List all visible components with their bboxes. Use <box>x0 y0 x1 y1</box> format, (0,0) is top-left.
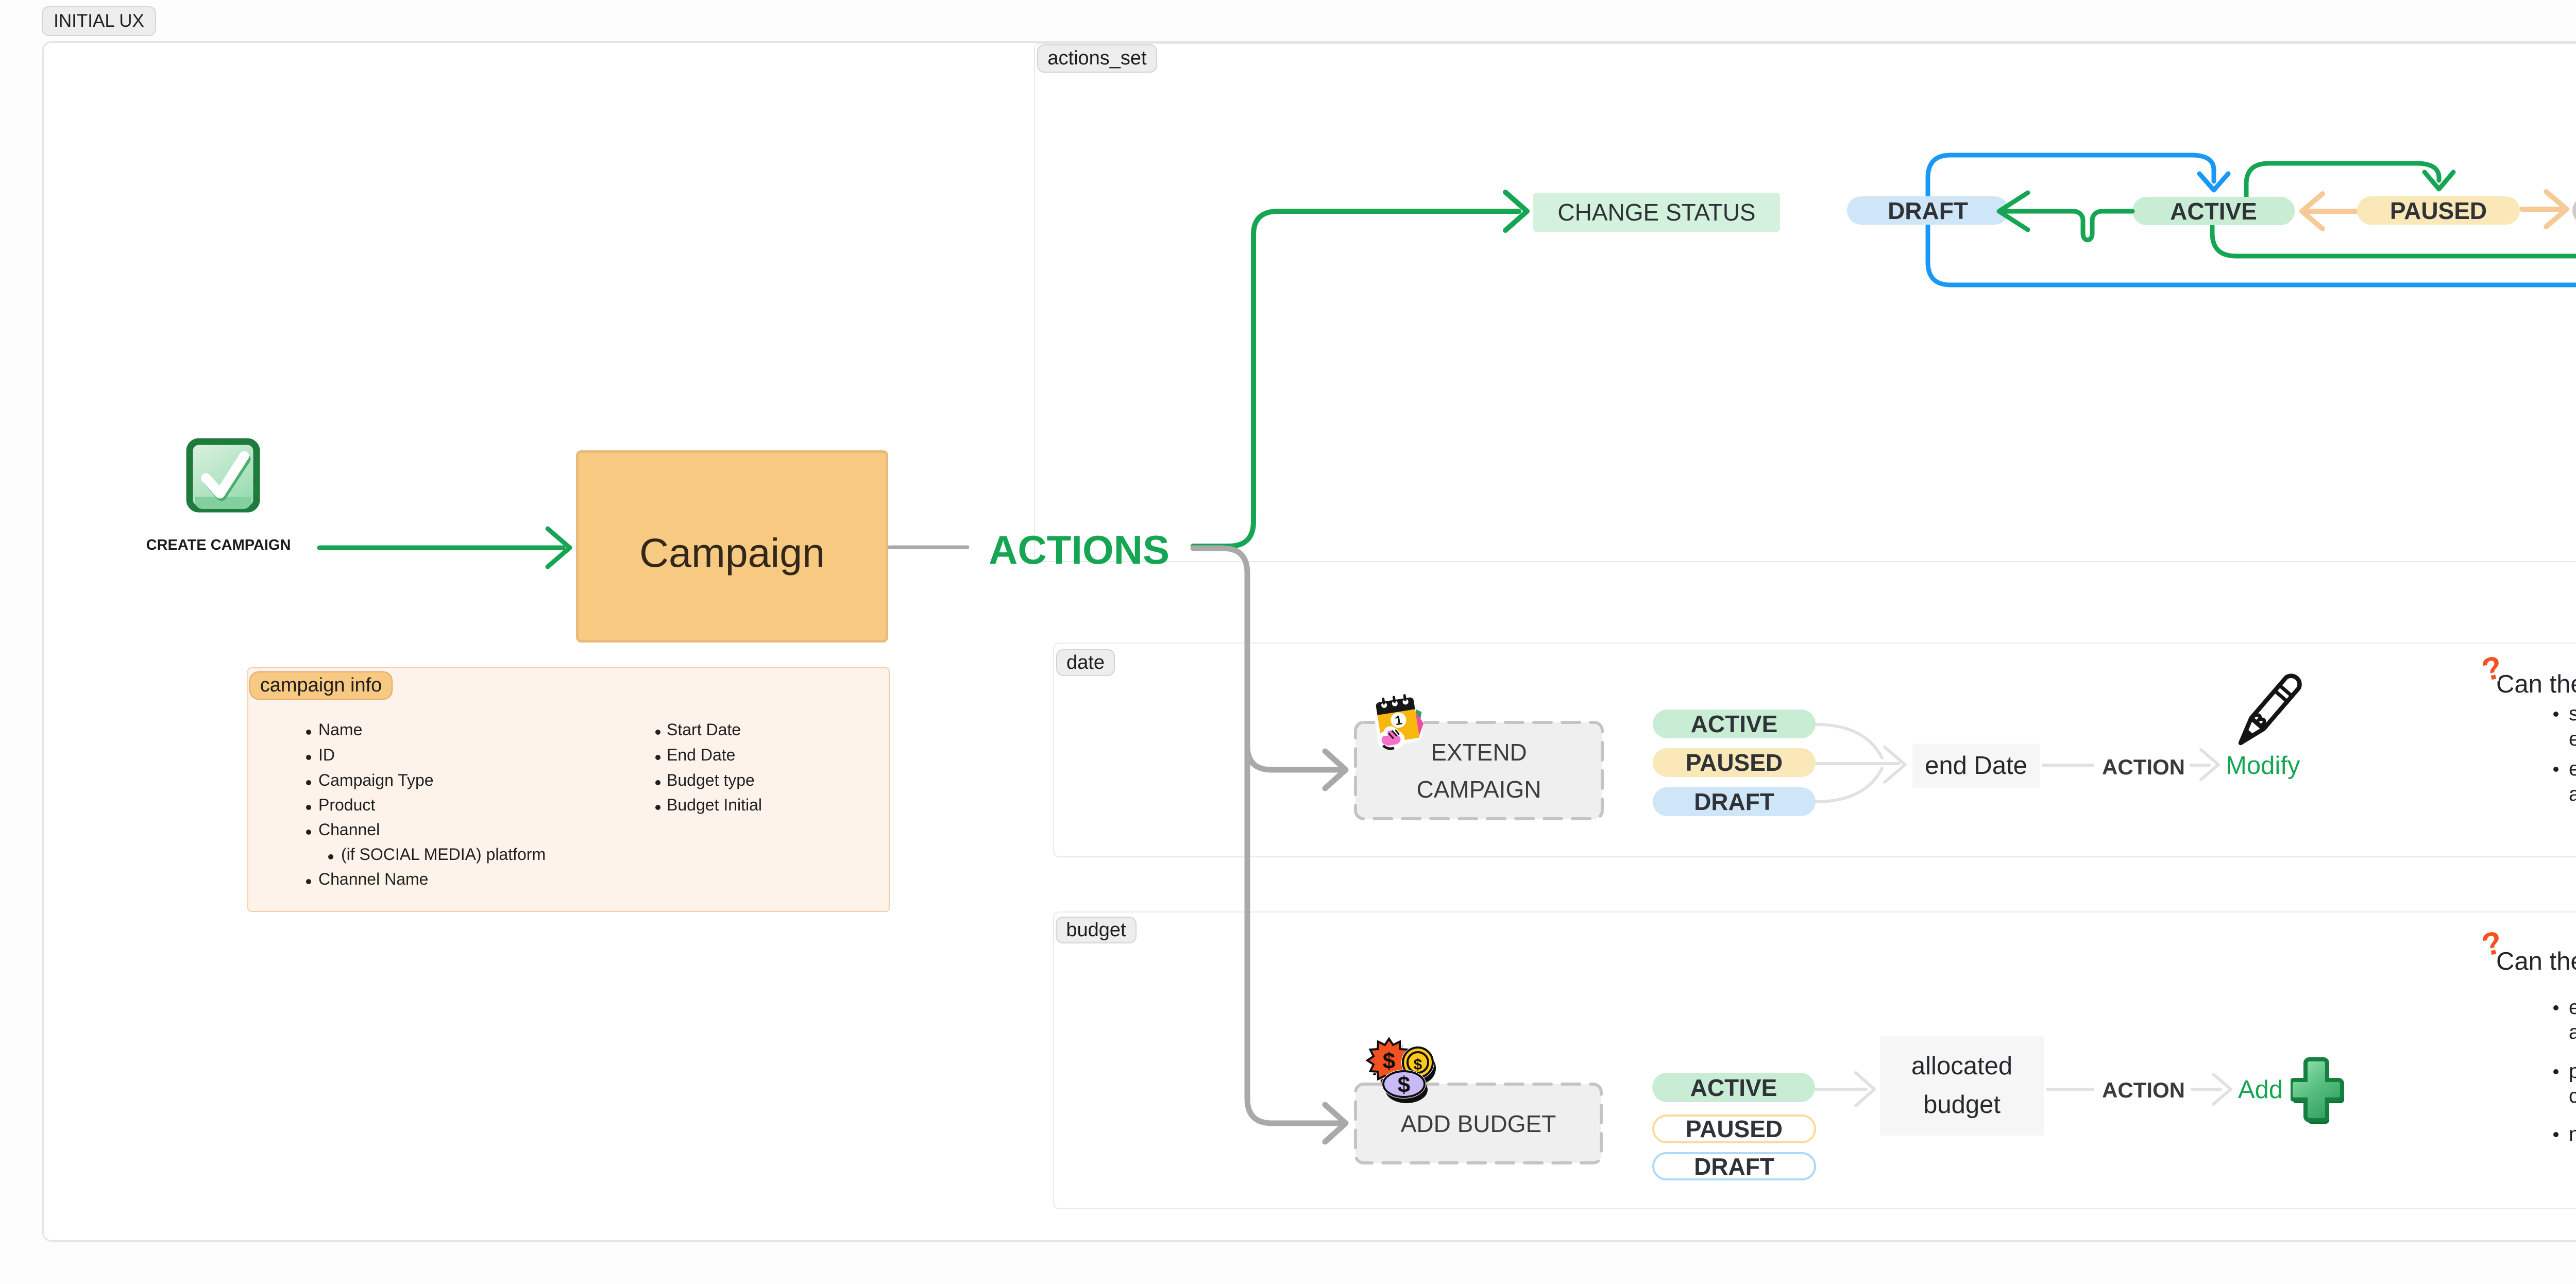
svg-text:?: ? <box>2478 924 2505 964</box>
svg-text:1: 1 <box>1394 713 1403 729</box>
svg-text:$: $ <box>1398 1072 1410 1097</box>
svg-text:$: $ <box>1383 1049 1395 1074</box>
svg-text:?: ? <box>2478 649 2505 688</box>
svg-text:$: $ <box>1414 1056 1422 1073</box>
